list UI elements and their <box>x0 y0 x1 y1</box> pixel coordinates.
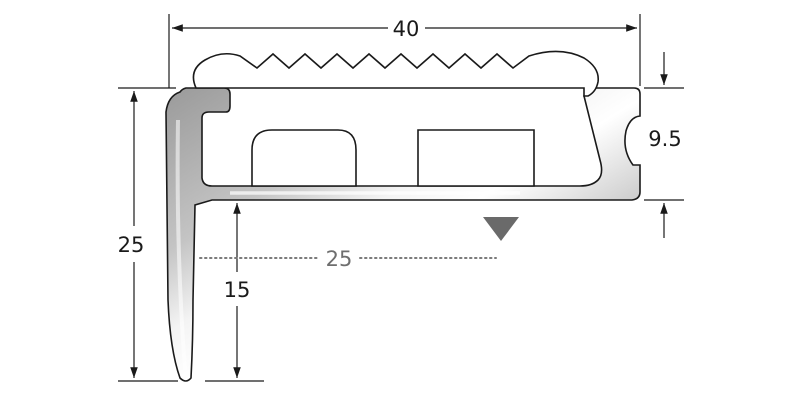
aluminium-profile <box>165 87 641 382</box>
insert-height-label: 9.5 <box>648 127 681 151</box>
dimension-total-height: 25 <box>118 87 178 382</box>
profile-leg-highlight <box>175 119 187 371</box>
insert-foot-right <box>417 129 535 187</box>
tread-depth-label: 25 <box>326 247 353 271</box>
down-triangle-icon <box>483 217 519 241</box>
dimension-insert-height: 9.5 <box>644 52 684 238</box>
dimension-total-width: 40 <box>168 14 641 88</box>
insert-top-wavy <box>192 50 600 97</box>
total-width-label: 40 <box>393 17 420 41</box>
profile-main-body <box>165 87 641 382</box>
dimension-nosing-depth: 15 <box>205 203 264 382</box>
nosing-depth-label: 15 <box>224 278 251 302</box>
total-height-label: 25 <box>118 233 145 257</box>
insert-foot-left <box>251 129 357 187</box>
dimension-tread-depth: 25 <box>199 247 497 271</box>
anti-slip-insert <box>192 50 600 187</box>
